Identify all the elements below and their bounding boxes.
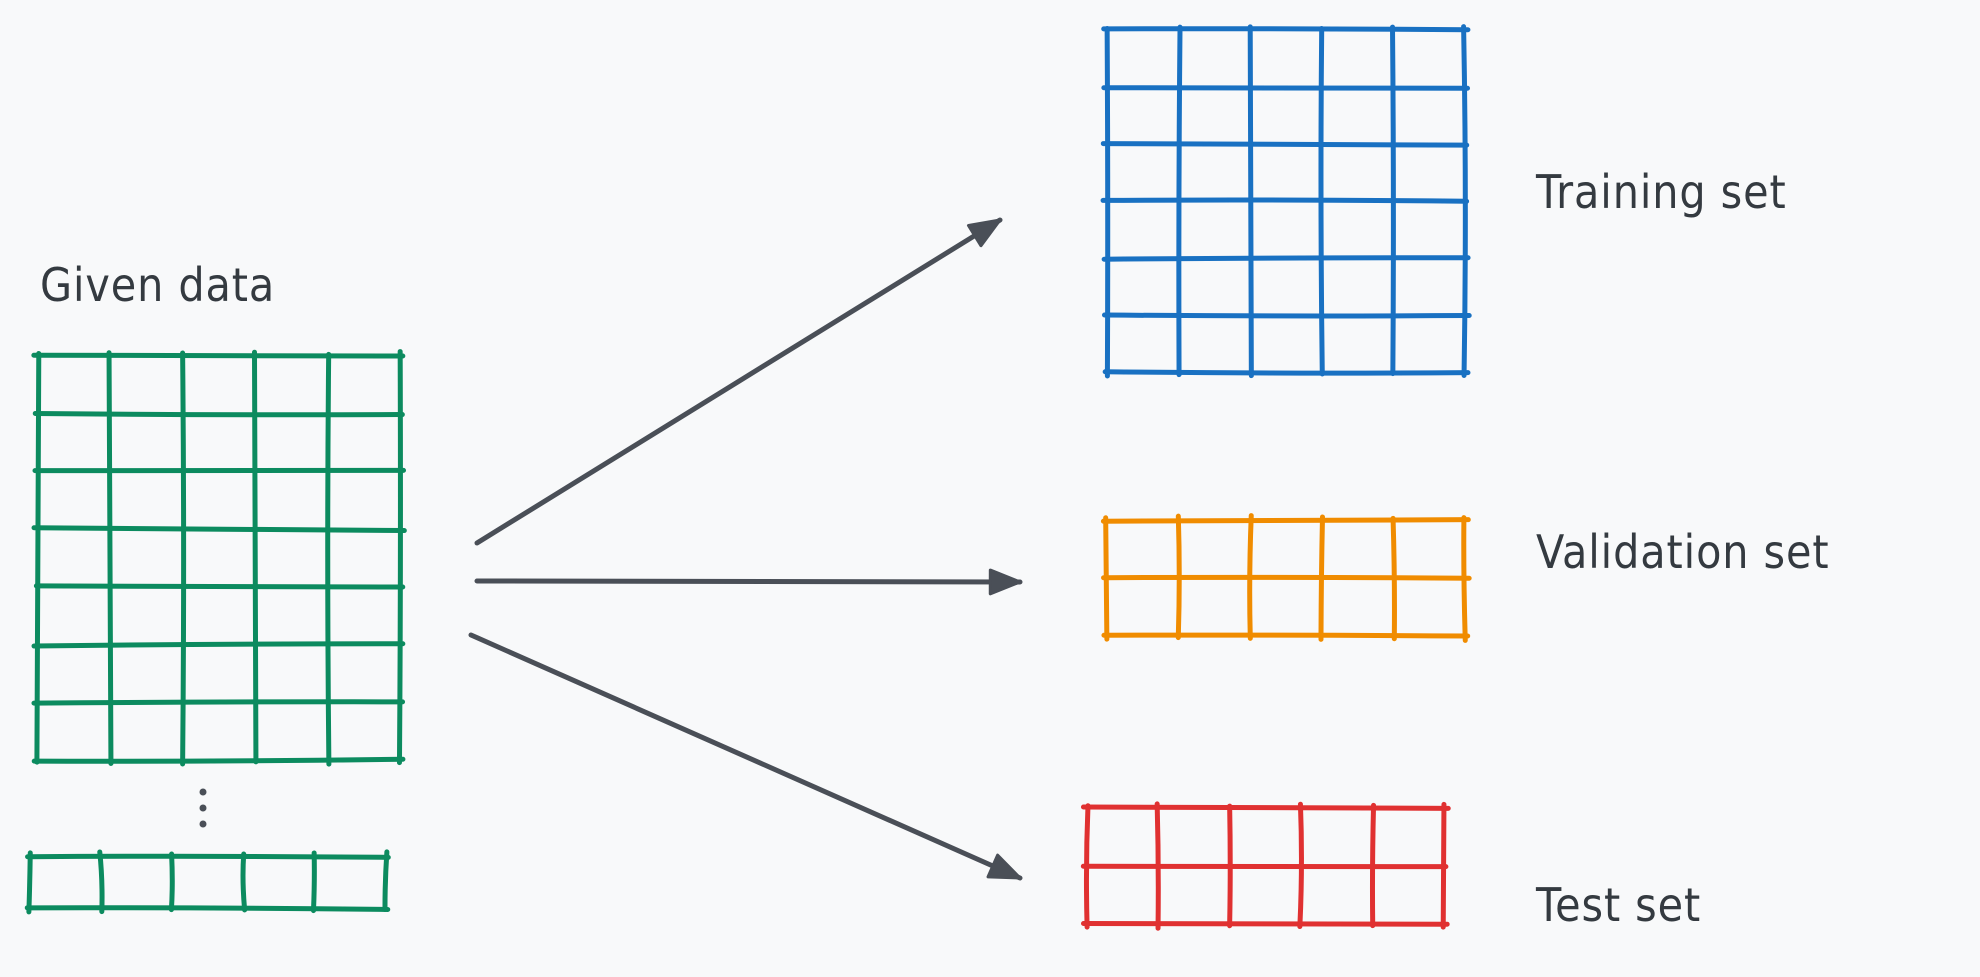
test-set-grid-vline — [1154, 801, 1161, 931]
training-set-grid-hline — [1101, 255, 1471, 262]
arrow-to-test-head-icon — [986, 853, 1022, 880]
given-data-grid-vline — [325, 351, 332, 767]
arrow-to-validation-shaft — [474, 578, 1023, 585]
validation-set-grid-vline — [1247, 513, 1254, 641]
training-set-grid-vline — [1390, 24, 1396, 377]
given-data-last-row-vline — [26, 850, 33, 915]
test-set-grid-hline — [1081, 921, 1450, 927]
training-set-grid-vline — [1461, 24, 1468, 378]
test-set-grid-vline — [1369, 802, 1377, 929]
training-set-grid-hline — [1101, 312, 1472, 319]
given-data-grid-vline — [396, 349, 403, 766]
given-data-last-row-hline — [24, 905, 391, 912]
arrow-to-test-shaft — [468, 632, 1023, 881]
validation-set-grid-hline — [1100, 517, 1471, 524]
training-set-grid-hline — [1101, 85, 1471, 91]
given-data-grid-vline — [180, 350, 187, 767]
given-data-label: Given data — [40, 258, 276, 312]
given-data-grid-hline — [31, 756, 406, 764]
given-data-grid-hline — [31, 699, 406, 706]
arrow-to-training-shaft — [474, 217, 1003, 546]
given-data-grid-hline — [31, 525, 407, 534]
arrow-to-validation-head-icon — [988, 568, 1022, 596]
given-data-last-row-vline — [97, 849, 105, 915]
training-set-grid-vline — [1318, 25, 1325, 377]
validation-set-grid-vline — [1390, 515, 1397, 642]
validation-set-grid-vline — [1175, 513, 1182, 641]
given-data-grid-vline — [106, 350, 114, 766]
given-data-grid-hline — [32, 467, 407, 474]
test-set-grid-vline — [1227, 803, 1233, 929]
training-set-grid-hline — [1100, 197, 1470, 204]
ellipsis-dot — [199, 804, 207, 812]
training-set-grid-hline — [1100, 141, 1470, 148]
given-data-last-row-vline — [382, 849, 390, 913]
training-set-grid-vline — [1104, 25, 1111, 379]
training-set-grid-hline — [1101, 26, 1471, 33]
validation-set-label: Validation set — [1536, 525, 1830, 579]
given-data-last-row-vline — [168, 851, 175, 913]
arrow-to-training-head-icon — [966, 218, 1002, 248]
given-data-grid-hline — [33, 583, 406, 590]
training-set-grid-vline — [1247, 24, 1254, 379]
test-set-grid-vline — [1297, 801, 1304, 930]
test-set-label: Test set — [1536, 878, 1702, 932]
given-data-grid-hline — [31, 641, 406, 649]
given-data-grid-hline — [31, 352, 406, 359]
test-set-grid-vline — [1083, 803, 1091, 930]
given-data-grid-hline — [32, 410, 405, 418]
given-data-last-row-hline — [25, 853, 391, 860]
training-set-label: Training set — [1536, 165, 1787, 219]
test-set-grid-vline — [1440, 801, 1447, 930]
training-set-grid-vline — [1176, 24, 1183, 378]
training-set-grid-hline — [1102, 369, 1471, 376]
test-set-grid-hline — [1080, 804, 1451, 811]
given-data-grid-vline — [251, 349, 259, 765]
validation-set-grid-hline — [1101, 574, 1472, 581]
validation-set-grid-hline — [1101, 632, 1471, 639]
given-data-last-row-vline — [240, 851, 248, 913]
validation-set-grid-vline — [1318, 514, 1325, 642]
validation-set-grid-vline — [1103, 515, 1110, 642]
ellipsis-dot — [199, 820, 207, 828]
given-data-grid-vline — [34, 350, 42, 765]
validation-set-grid-vline — [1461, 515, 1468, 643]
ellipsis-dot — [199, 788, 207, 796]
given-data-last-row-vline — [310, 850, 317, 914]
